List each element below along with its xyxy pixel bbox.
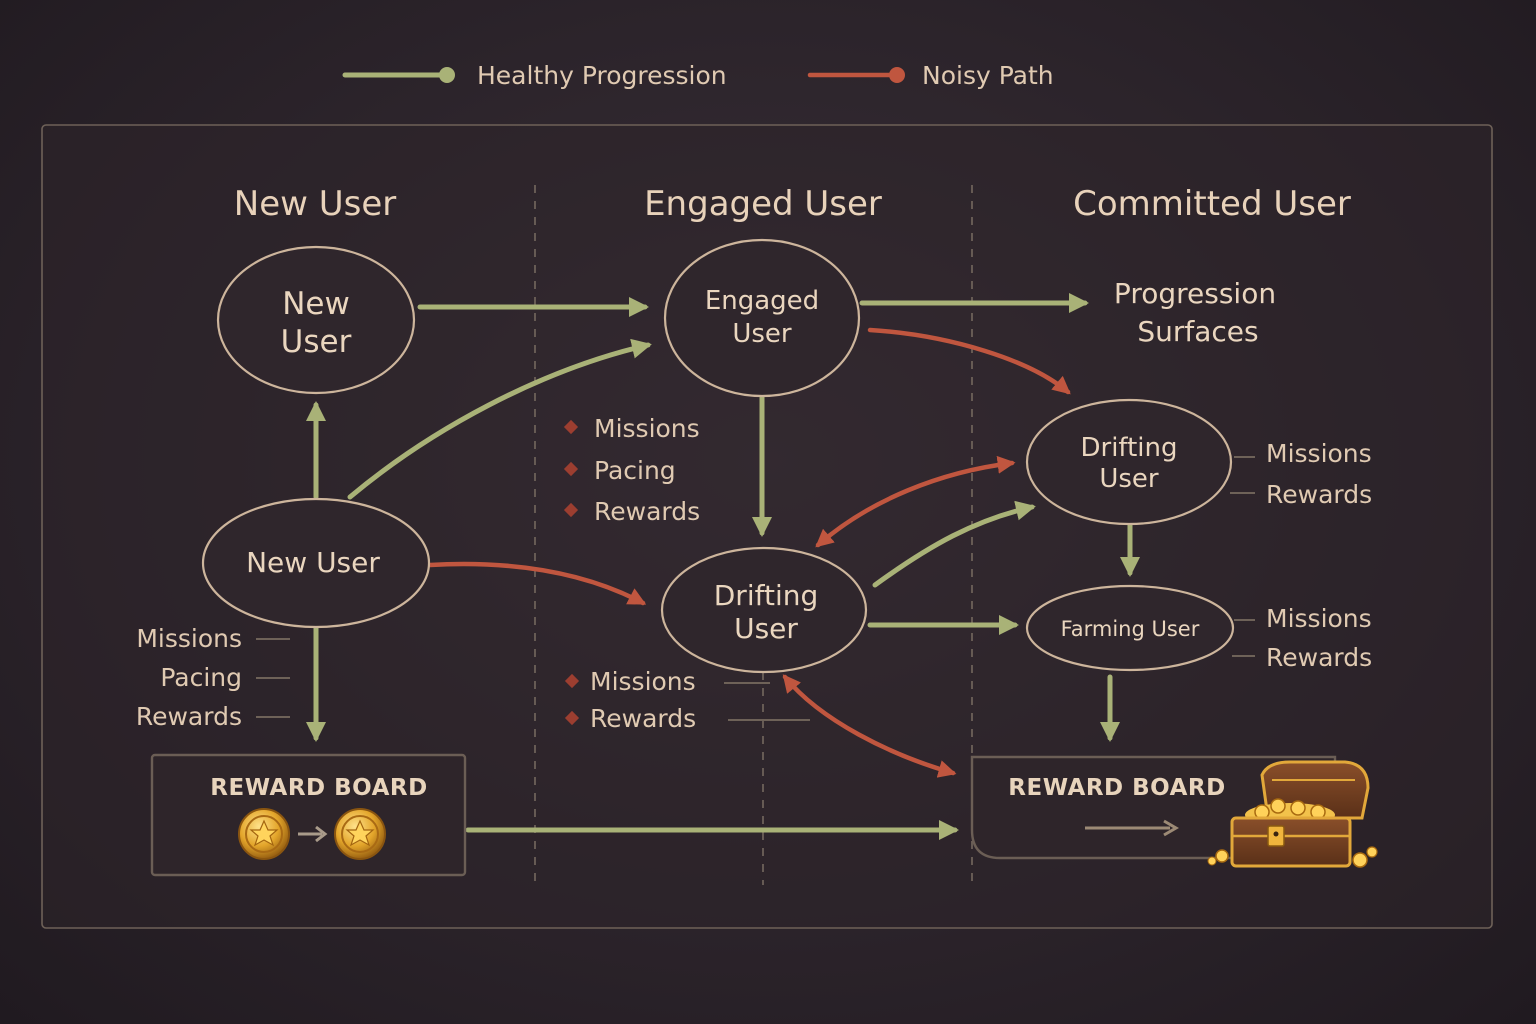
board-arrow-icon-head [1163,819,1179,837]
node-engaged-line1: Engaged [705,286,819,316]
bullet-diamond-icon [563,419,579,435]
star-coin-icon [334,808,386,860]
node-drifting-mid-line1: Drifting [714,579,819,612]
progression-line2: Surfaces [1137,315,1258,348]
bullet-diamond-icon [563,502,579,518]
legend-noisy-dot [889,67,905,83]
new-list-item: Pacing [160,663,242,692]
farming-list-item: Rewards [1266,643,1372,672]
node-farming-label: Farming User [1061,617,1200,641]
node-drifting-right[interactable]: Drifting User [1025,398,1233,526]
arrow-engaged-to-drifting-right [867,327,1071,395]
node-farming[interactable]: Farming User [1025,584,1235,672]
node-progression-surfaces: Progression Surfaces [1114,277,1276,348]
new-list-item: Rewards [136,702,242,731]
node-engaged-line2: User [732,319,792,349]
node-new-top-line2: User [281,324,352,360]
engaged-user-labels: Missions Pacing Rewards [563,414,700,526]
drifting-right-list-item: Missions [1266,439,1372,468]
treasure-chest-icon [1207,760,1378,868]
reward-board-left-title: REWARD BOARD [210,775,427,801]
farming-list-item: Missions [1266,604,1372,633]
drifting-right-labels: Missions Rewards [1230,439,1372,509]
reward-board-left[interactable]: REWARD BOARD [150,753,467,877]
drifting-mid-list-item: Rewards [590,704,696,733]
progression-line1: Progression [1114,277,1276,310]
farming-labels: Missions Rewards [1232,604,1372,672]
arrow-newmid-to-drifting [427,561,647,606]
legend-noisy: Noisy Path [807,61,1054,90]
arrow-drifting-bidirectional [815,455,1016,548]
column-title-committed: Committed User [1073,184,1351,224]
arrow-right-icon-head [315,825,328,843]
new-list-item: Missions [136,624,242,653]
reward-board-right[interactable]: REWARD BOARD [970,755,1378,868]
drifting-right-list-item: Rewards [1266,480,1372,509]
bullet-diamond-icon [563,461,579,477]
column-title-new: New User [234,184,396,224]
engaged-list-item: Pacing [594,456,676,485]
legend-healthy-label: Healthy Progression [477,61,727,90]
bullet-diamond-icon [564,710,580,726]
new-user-labels: Missions Pacing Rewards [136,624,290,731]
node-engaged[interactable]: Engaged User [663,238,861,398]
node-new-top[interactable]: New User [216,245,416,395]
arrow-newmid-to-engaged [347,338,652,500]
star-coin-icon [238,808,290,860]
node-drifting-mid-line2: User [734,612,798,645]
node-new-mid[interactable]: New User [201,497,431,629]
drifting-mid-labels: Missions Rewards [564,667,810,733]
legend-noisy-label: Noisy Path [922,61,1054,90]
column-title-engaged: Engaged User [644,184,882,224]
node-drifting-right-line1: Drifting [1080,433,1177,463]
legend: Healthy Progression Noisy Path [342,61,1054,90]
noisy-arrows [427,327,1071,778]
legend-healthy-dot [439,67,455,83]
node-drifting-mid[interactable]: Drifting User [660,546,868,674]
engaged-list-item: Missions [594,414,700,443]
node-new-mid-label: New User [246,546,380,579]
reward-board-right-title: REWARD BOARD [1008,775,1225,801]
legend-healthy: Healthy Progression [342,61,727,90]
bullet-diamond-icon [564,673,580,689]
node-new-top-line1: New [282,286,350,322]
engaged-list-item: Rewards [594,497,700,526]
node-drifting-right-line2: User [1099,464,1159,494]
arrow-drifting-to-board [782,674,957,778]
drifting-mid-list-item: Missions [590,667,696,696]
